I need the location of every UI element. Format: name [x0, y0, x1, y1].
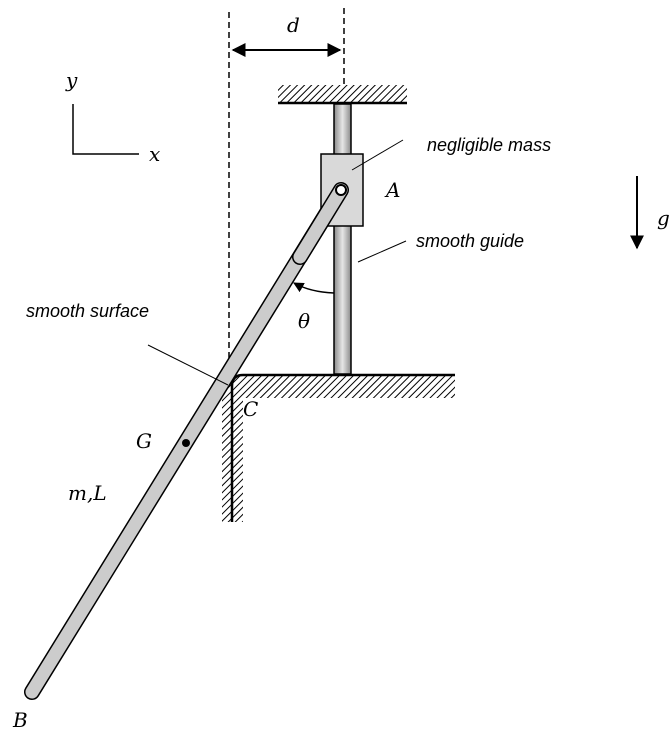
- theta-arc: [293, 282, 335, 294]
- label-smooth-guide: smooth guide: [416, 231, 524, 251]
- leader-negligible-mass: [351, 139, 404, 171]
- label-g: g: [657, 206, 670, 230]
- label-mass-length: m,L: [68, 481, 107, 505]
- corner-support-hatch: [222, 374, 455, 522]
- label-a: A: [384, 178, 400, 202]
- label-smooth-surface: smooth surface: [26, 301, 149, 321]
- rod-fill-top: [293, 183, 348, 264]
- leader-smooth-surface: [147, 344, 229, 386]
- top-support-hatch: [278, 85, 407, 103]
- pin-a: [335, 184, 347, 196]
- coordinate-axes: [72, 104, 139, 155]
- label-g-center: G: [136, 429, 152, 453]
- axis-label-y: y: [65, 68, 78, 92]
- center-of-mass-dot: [182, 439, 190, 447]
- smooth-guide-rod: [333, 103, 352, 375]
- axis-label-x: x: [149, 142, 160, 166]
- label-theta: θ: [298, 309, 310, 333]
- label-b: B: [12, 708, 28, 732]
- label-d: d: [287, 13, 300, 37]
- label-negligible-mass: negligible mass: [427, 135, 551, 155]
- leader-smooth-guide: [357, 240, 407, 263]
- label-c: C: [243, 397, 258, 421]
